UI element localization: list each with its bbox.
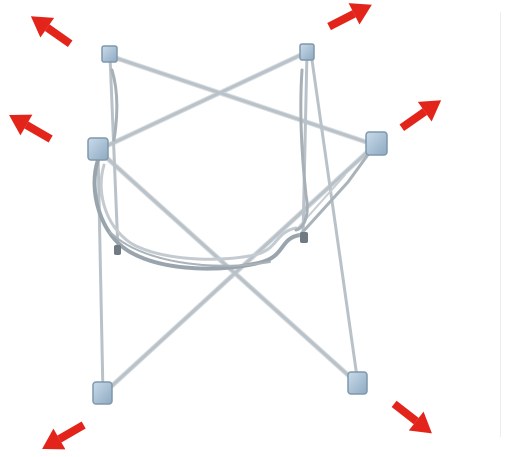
cross-bar-top-a (110, 56, 375, 145)
frame-bars (98, 52, 375, 394)
joint-middle-right (366, 132, 387, 155)
joint-top-left (102, 46, 117, 62)
joint-bottom-right (348, 372, 367, 394)
cross-bar-top-b (98, 52, 307, 150)
arrow-bottom-left (36, 415, 90, 457)
right-leg-bar (312, 60, 358, 384)
cross-bar-lower-b (103, 145, 375, 394)
arrow-top-left (24, 6, 77, 53)
frame-shadow (98, 52, 375, 394)
joint-middle-left (88, 138, 108, 160)
expand-arrows (3, 0, 448, 457)
arrow-bottom-right (387, 394, 440, 442)
arrow-middle-left (3, 105, 57, 150)
arrow-top-right (324, 0, 378, 37)
joint-bottom-left (93, 382, 112, 404)
arrow-middle-right (395, 90, 448, 137)
joint-top-right (300, 44, 314, 60)
